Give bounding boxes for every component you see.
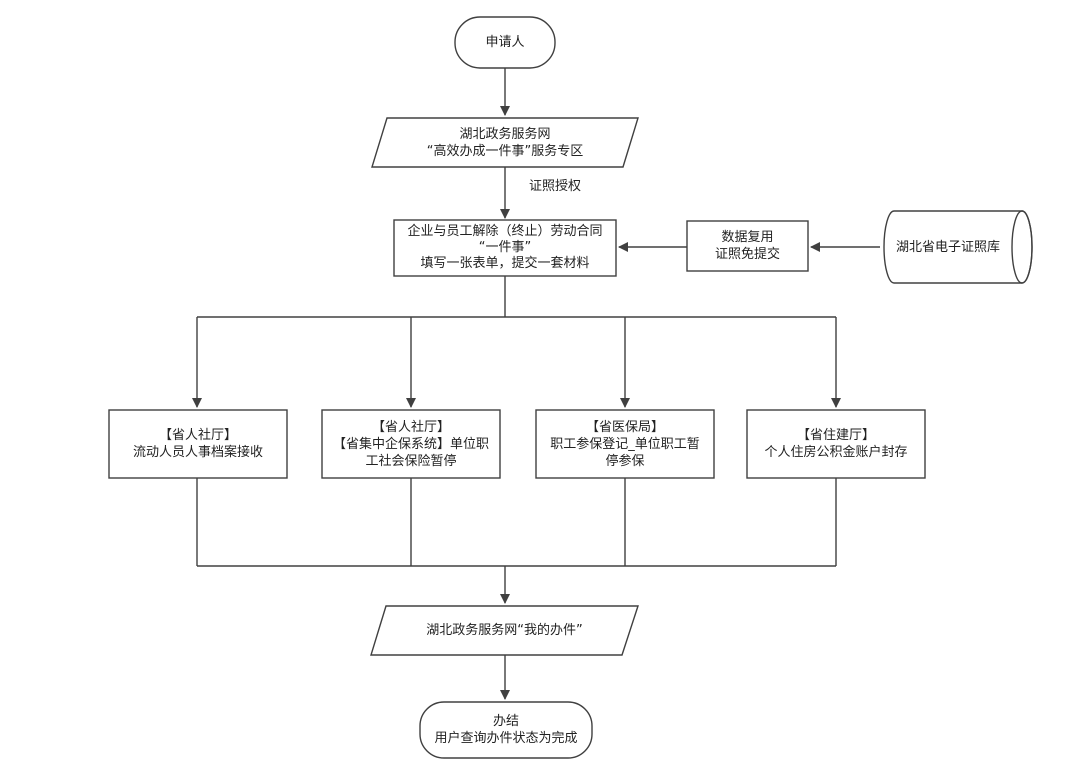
- license-db-text: 湖北省电子证照库: [895, 239, 1000, 255]
- license-db-label: 湖北省电子证照库: [884, 211, 1012, 283]
- applicant-text: 申请人: [485, 35, 525, 50]
- reuse-text-line1: 数据复用: [721, 230, 774, 245]
- auth-label-text: 证照授权: [528, 178, 581, 194]
- done-label: 办结 用户查询办件状态为完成: [420, 702, 592, 758]
- dept2-text-line1: 【省人社厅】: [371, 419, 450, 435]
- reuse-text-line2: 证照免提交: [714, 247, 780, 262]
- my-items-text: 湖北政务服务网“我的办件”: [426, 623, 583, 638]
- dept4-label: 【省住建厅】 个人住房公积金账户封存: [747, 410, 925, 478]
- portal-label: 湖北政务服务网 “高效办成一件事”服务专区: [380, 118, 630, 167]
- dept3-box: [535, 409, 715, 479]
- dept2-label: 【省人社厅】 【省集中企保系统】单位职 工社会保险暂停: [322, 410, 500, 478]
- reuse-process-box: [686, 220, 809, 272]
- dept1-label: 【省人社厅】 流动人员人事档案接收: [109, 410, 287, 478]
- done-terminator: [419, 701, 593, 759]
- dept3-text-line1: 【省医保局】: [585, 419, 664, 435]
- dept4-text-line1: 【省住建厅】: [796, 428, 875, 443]
- dept1-text-line1: 【省人社厅】: [158, 428, 237, 443]
- portal-text-line2: “高效办成一件事”服务专区: [426, 143, 584, 159]
- dept4-box: [746, 409, 926, 479]
- applicant-label: 申请人: [455, 17, 555, 68]
- dept3-text-line3: 停参保: [605, 453, 645, 469]
- done-text-line2: 用户查询办件状态为完成: [434, 731, 578, 746]
- my-items-label: 湖北政务服务网“我的办件”: [379, 606, 630, 655]
- portal-text-line1: 湖北政务服务网: [459, 126, 551, 142]
- form-text-line2: “一件事”: [478, 240, 532, 255]
- license-db-cylinder-end: [1011, 210, 1033, 284]
- auth-label: 证照授权: [515, 176, 595, 196]
- dept4-text-line2: 个人住房公积金账户封存: [764, 445, 908, 460]
- dept2-text-line3: 工社会保险暂停: [365, 453, 457, 469]
- form-label: 企业与员工解除（终止）劳动合同 “一件事” 填写一张表单，提交一套材料: [394, 220, 616, 276]
- form-text-line1: 企业与员工解除（终止）劳动合同: [407, 224, 603, 239]
- dept1-box: [108, 409, 288, 479]
- dept3-text-line2: 职工参保登记_单位职工暂: [550, 436, 700, 452]
- dept3-label: 【省医保局】 职工参保登记_单位职工暂 停参保: [536, 410, 714, 478]
- applicant-terminator: [454, 16, 556, 69]
- dept2-box: [321, 409, 501, 479]
- portal-parallelogram: [371, 117, 639, 168]
- reuse-label: 数据复用 证照免提交: [687, 221, 808, 271]
- form-process-box: [393, 219, 617, 277]
- dept1-text-line2: 流动人员人事档案接收: [132, 445, 263, 460]
- dept2-text-line2: 【省集中企保系统】单位职: [332, 436, 489, 452]
- done-text-line1: 办结: [492, 714, 519, 729]
- my-items-parallelogram: [370, 605, 639, 656]
- form-text-line3: 填写一张表单，提交一套材料: [420, 256, 590, 271]
